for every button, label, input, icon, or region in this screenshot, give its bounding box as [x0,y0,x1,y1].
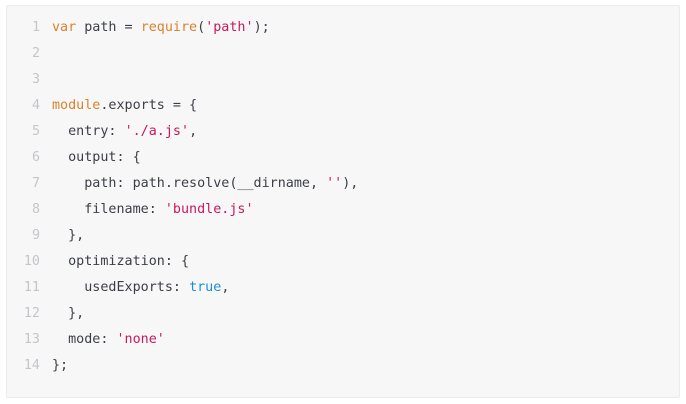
code-token-plain: mode: [52,332,117,347]
code-token-plain: path = [76,20,141,35]
line-code: entry: './a.js', [52,119,679,145]
code-line: 11 usedExports: true, [7,275,679,301]
code-token-plain: ), [342,176,359,191]
code-line: 7 path: path.resolve(__dirname, ''), [7,171,679,197]
code-line: 13 mode: 'none' [7,327,679,353]
code-line: 2 [7,41,679,67]
code-line: 4 module.exports = { [7,93,679,119]
line-number: 2 [31,46,40,61]
line-number: 1 [31,20,40,35]
code-token-string: 'path' [205,20,254,35]
code-token-string: 'bundle.js' [164,202,254,217]
line-number: 6 [31,150,40,165]
line-number: 10 [23,254,40,269]
code-token-plain: usedExports: [52,280,190,295]
code-token-builtin: module [52,98,101,113]
line-code: }, [52,301,679,327]
code-block: 1 var path = require('path'); 2 3 4 module.ex… [6,5,680,398]
code-line: 9 }, [7,223,679,249]
code-token-plain: , [221,280,230,295]
line-code: optimization: { [52,249,679,275]
code-token-plain: entry: [52,124,125,139]
code-line: 12 }, [7,301,679,327]
code-line: 6 output: { [7,145,679,171]
code-token-plain: }, [52,228,85,243]
line-number: 3 [31,72,40,87]
code-token-plain: }; [52,358,69,373]
code-line: 3 [7,67,679,93]
code-token-plain: .exports = { [100,98,198,113]
line-code: path: path.resolve(__dirname, ''), [52,171,679,197]
code-token-keyword: var [52,20,77,35]
line-number: 11 [23,280,40,295]
line-number: 7 [31,176,40,191]
line-number: 4 [31,98,40,113]
code-token-plain: }, [52,306,85,321]
line-number: 12 [23,306,40,321]
line-number: 8 [31,202,40,217]
line-code: mode: 'none' [52,327,679,353]
line-code: }; [52,353,679,379]
line-code: output: { [52,145,679,171]
code-token-plain: path: path.resolve(__dirname, [52,176,327,191]
line-code [52,41,679,67]
line-number: 13 [23,332,40,347]
line-code: var path = require('path'); [52,15,679,41]
code-token-builtin: require [140,20,198,35]
code-token-plain: ( [197,20,206,35]
line-number: 14 [23,358,40,373]
code-line: 5 entry: './a.js', [7,119,679,145]
code-line: 8 filename: 'bundle.js' [7,197,679,223]
line-code [52,67,679,93]
line-code: }, [52,223,679,249]
code-line: 1 var path = require('path'); [7,15,679,41]
line-code: usedExports: true, [52,275,679,301]
code-token-plain: , [189,124,198,139]
code-token-plain: output: { [52,150,141,165]
code-line: 10 optimization: { [7,249,679,275]
code-token-string: 'none' [116,332,165,347]
code-token-string: '' [326,176,343,191]
code-token-bool: true [189,280,222,295]
code-token-string: './a.js' [124,124,190,139]
code-token-plain: filename: [52,202,165,217]
line-number: 9 [31,228,40,243]
code-token-plain: ); [253,20,270,35]
code-token-plain: optimization: { [52,254,190,269]
line-code: module.exports = { [52,93,679,119]
code-line: 14}; [7,353,679,379]
line-number: 5 [31,124,40,139]
line-code: filename: 'bundle.js' [52,197,679,223]
